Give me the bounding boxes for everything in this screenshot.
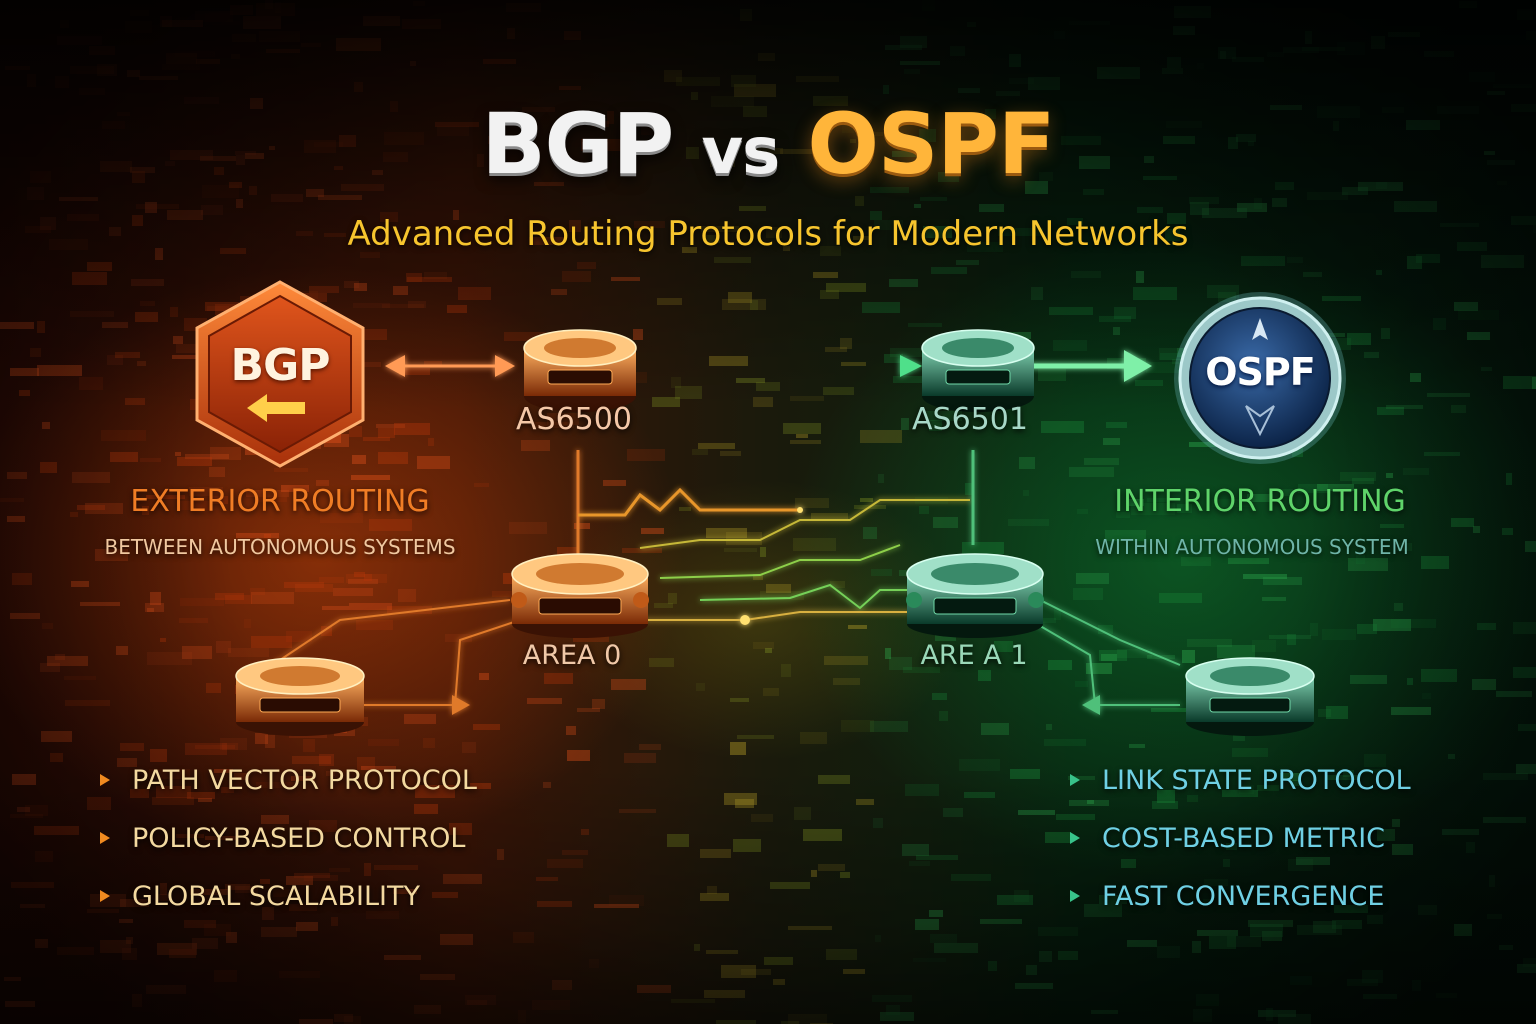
ospf-subheading: WITHIN AUTONOMOUS SYSTEM	[1095, 535, 1409, 559]
bullet-icon	[1070, 832, 1080, 844]
bgp-badge-label: BGP	[230, 340, 331, 391]
bullet-icon	[100, 774, 110, 786]
router-icon	[523, 329, 637, 412]
title-vs: vs	[701, 115, 780, 189]
node-label-as6500: AS6500	[516, 402, 632, 437]
page-title: BGP vs OSPF	[0, 95, 1536, 193]
node-label-area1: ARE A 1	[920, 640, 1028, 671]
circle-badge-icon	[1174, 292, 1346, 464]
router-icon	[906, 553, 1044, 638]
ospf-feature-list: LINK STATE PROTOCOL COST-BASED METRIC FA…	[1070, 760, 1411, 916]
hexagon-badge-icon	[195, 280, 365, 468]
arrow-icon	[385, 355, 405, 377]
arrow-icon	[1082, 695, 1100, 715]
arrow-icon	[452, 695, 470, 715]
bgp-feature-list: PATH VECTOR PROTOCOL POLICY-BASED CONTRO…	[100, 760, 477, 916]
bullet-icon	[1070, 890, 1080, 902]
arrow-icon	[900, 355, 922, 377]
arrow-icon	[495, 355, 515, 377]
bullet-icon	[100, 890, 110, 902]
page-subtitle: Advanced Routing Protocols for Modern Ne…	[347, 214, 1189, 254]
bullet-icon	[1070, 774, 1080, 786]
list-item: PATH VECTOR PROTOCOL	[100, 760, 477, 800]
arrow-icon	[247, 394, 305, 422]
node-label-area0: AREA 0	[522, 640, 622, 671]
node-label-as6501: AS6501	[912, 402, 1028, 437]
router-icon	[1185, 657, 1315, 736]
router-icon	[511, 553, 649, 638]
list-item: GLOBAL SCALABILITY	[100, 876, 477, 916]
arrow-icon	[1124, 350, 1152, 382]
list-item: POLICY-BASED CONTROL	[100, 818, 477, 858]
router-icon	[921, 329, 1035, 412]
bullet-icon	[100, 832, 110, 844]
bgp-subheading: BETWEEN AUTONOMOUS SYSTEMS	[104, 535, 456, 559]
ospf-heading: INTERIOR ROUTING	[1114, 484, 1406, 519]
router-icon	[235, 657, 365, 736]
list-item: FAST CONVERGENCE	[1070, 876, 1411, 916]
bgp-heading: EXTERIOR ROUTING	[130, 484, 430, 519]
title-ospf: OSPF	[807, 95, 1056, 193]
list-item: LINK STATE PROTOCOL	[1070, 760, 1411, 800]
list-item: COST-BASED METRIC	[1070, 818, 1411, 858]
ospf-badge-label: OSPF	[1205, 350, 1315, 394]
title-bgp: BGP	[481, 95, 675, 193]
